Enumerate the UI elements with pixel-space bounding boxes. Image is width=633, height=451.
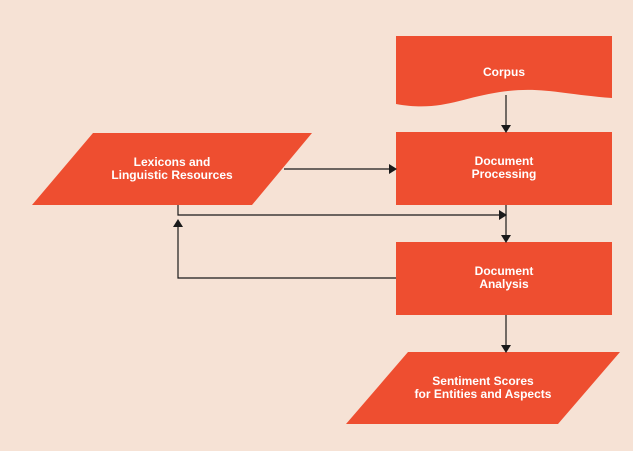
document-analysis-label: Document Analysis	[474, 264, 534, 291]
lexicons-label: Lexicons and Linguistic Resources	[111, 155, 233, 182]
corpus-label: Corpus	[483, 64, 525, 79]
document-processing-label: Document Processing	[471, 154, 537, 181]
lexicons-node-shape	[32, 133, 312, 205]
corpus-node-shape	[396, 36, 612, 107]
edge-corpus-to-processing	[501, 95, 511, 133]
sentiment-scores-node-shape	[346, 352, 620, 424]
document-processing-node-shape	[396, 132, 612, 205]
edge-processing-to-analysis	[501, 205, 511, 243]
edge-analysis-to-lexicons	[173, 219, 396, 279]
edge-analysis-to-sentiment	[501, 315, 511, 353]
edge-lexicons-to-analysis	[177, 205, 507, 220]
edge-lexicons-to-processing	[284, 164, 397, 174]
document-analysis-node-shape	[396, 242, 612, 315]
sentiment-scores-label: Sentiment Scores for Entities and Aspect…	[414, 374, 552, 401]
